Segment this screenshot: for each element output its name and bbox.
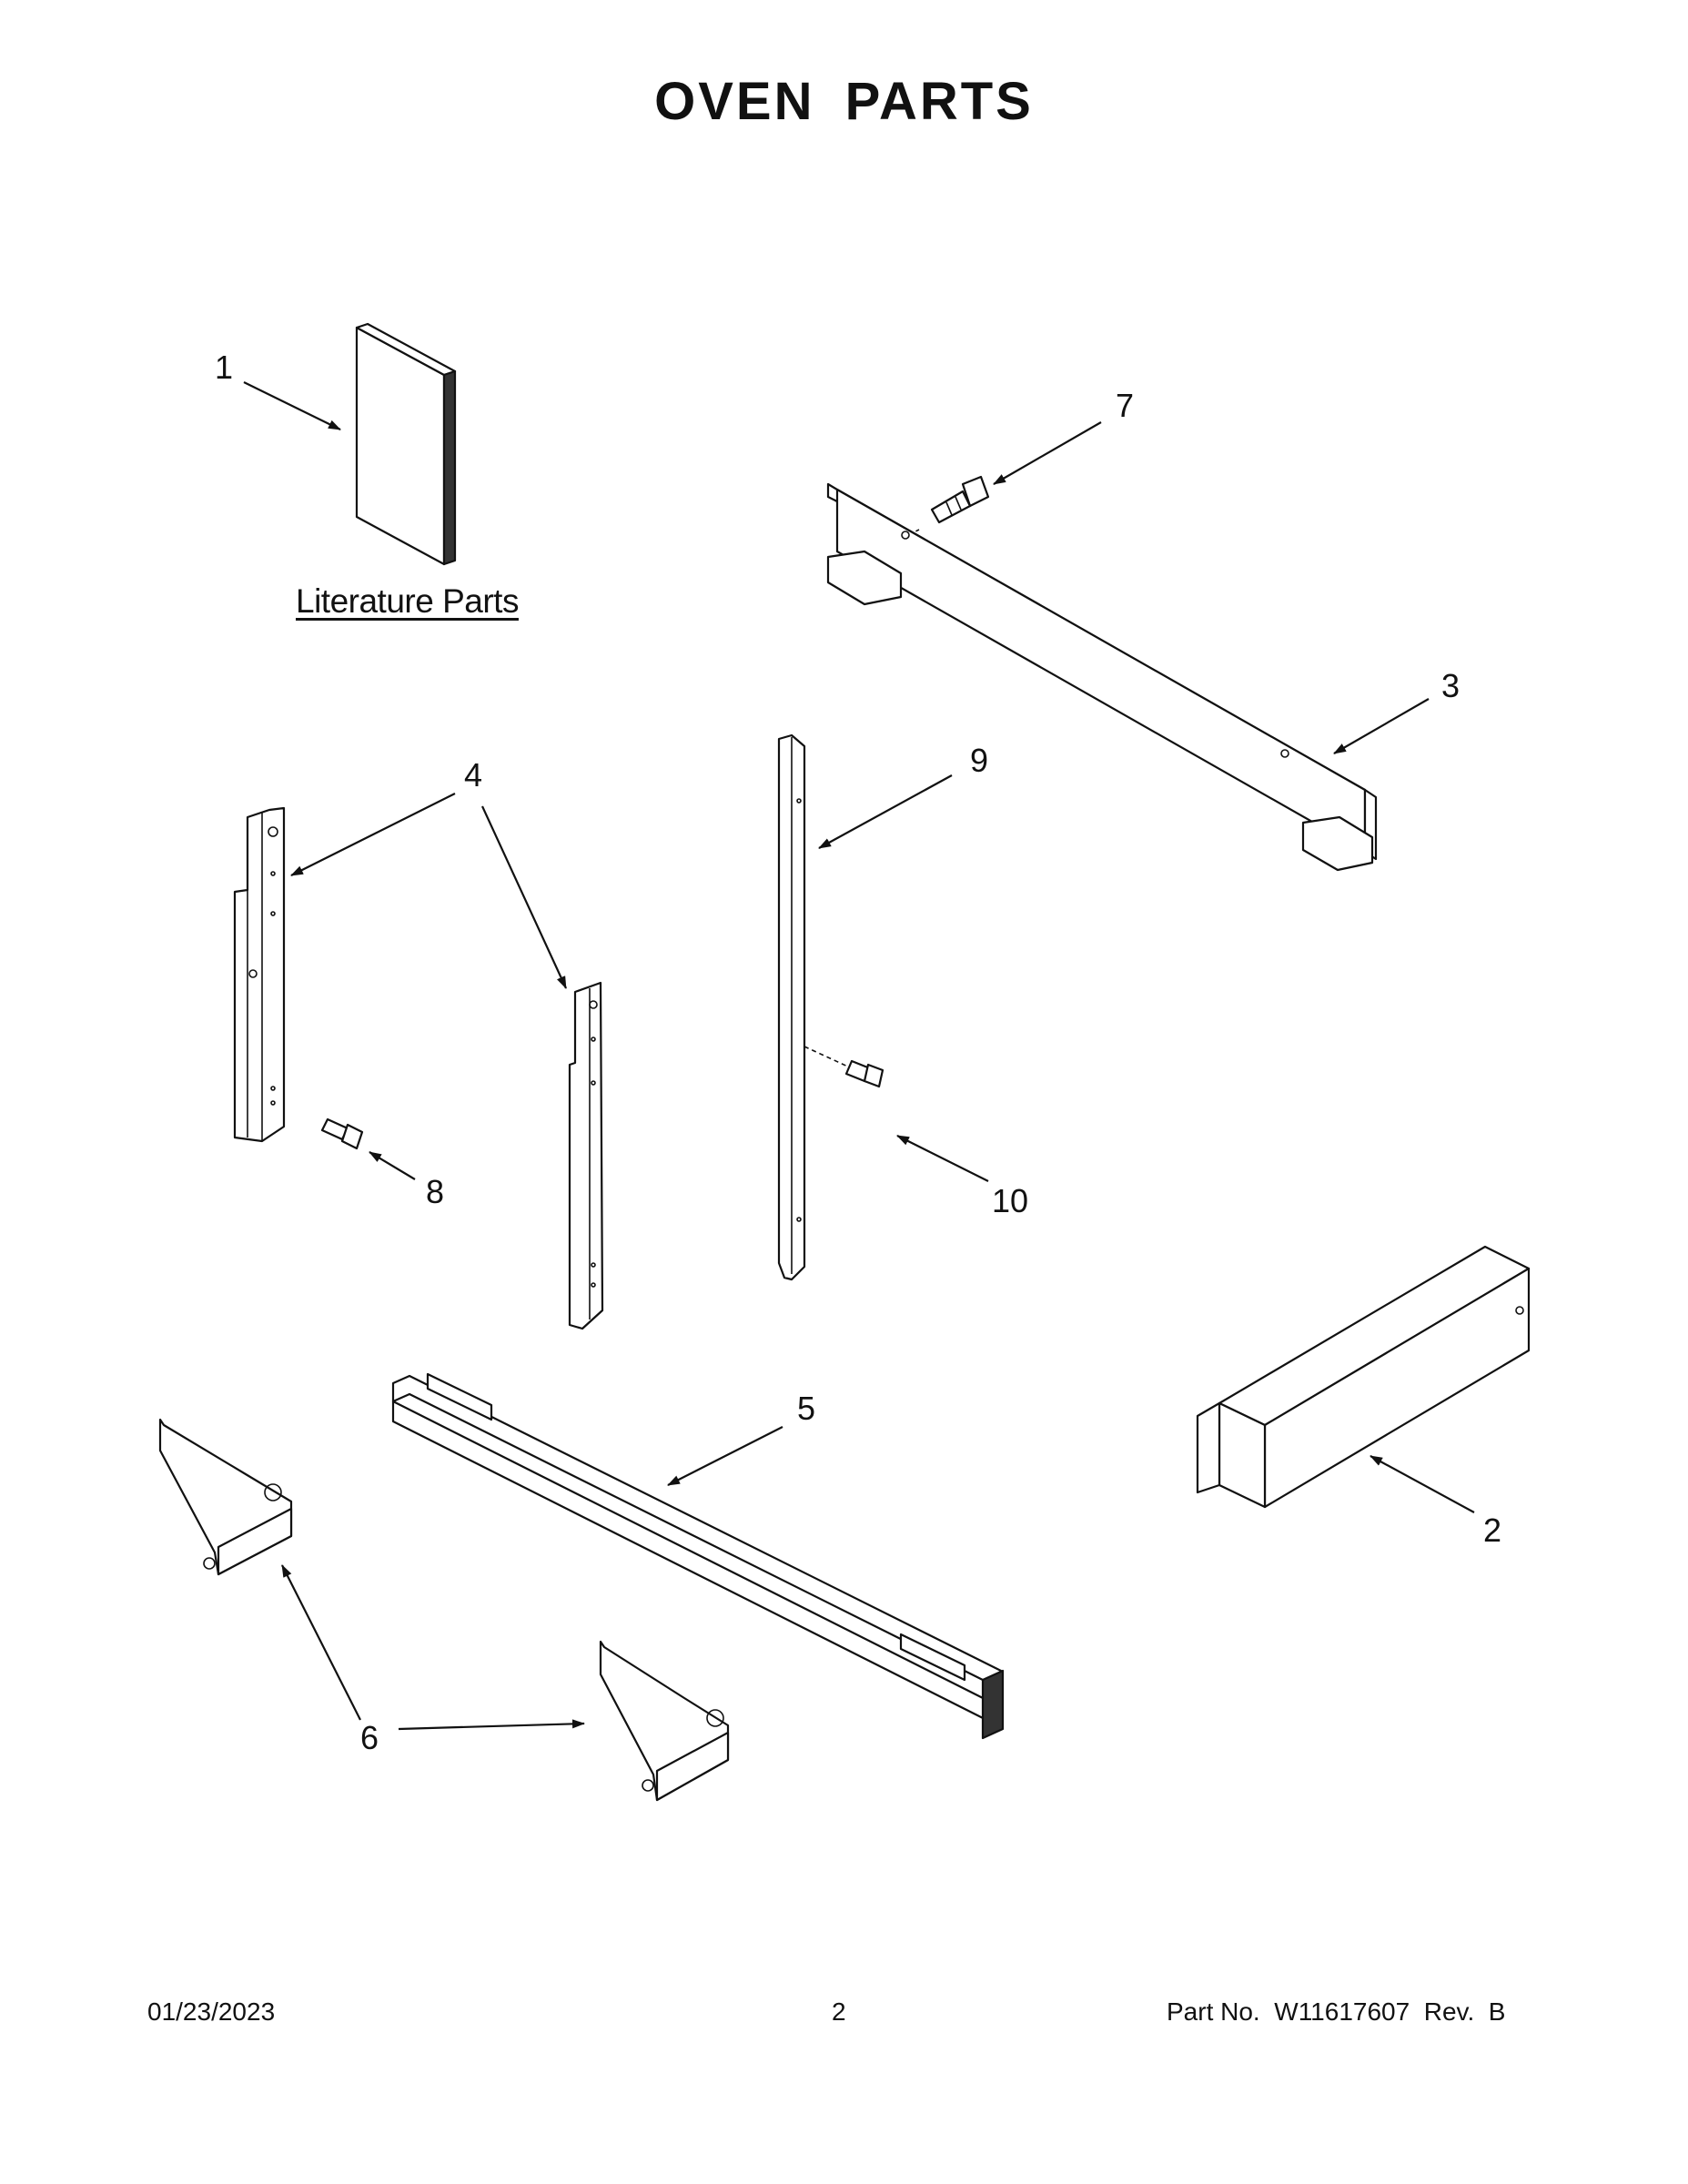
- footer-part-number: Part No. W11617607 Rev. B: [1167, 1997, 1506, 2026]
- leader-arrow-3: [1333, 698, 1430, 754]
- corner-bracket-part-6-right: [599, 1640, 730, 1802]
- callout-5: 5: [797, 1390, 816, 1427]
- screw-part-7: [907, 475, 990, 536]
- callout-4: 4: [464, 756, 483, 794]
- leader-arrow-6a: [281, 1564, 361, 1721]
- top-rail-part-3: [826, 482, 1378, 872]
- literature-book-part: [355, 322, 457, 566]
- vertical-bracket-part-9: [777, 733, 806, 1281]
- leader-arrow-8: [369, 1151, 416, 1180]
- callout-9: 9: [970, 742, 989, 779]
- callout-6: 6: [360, 1719, 379, 1756]
- leader-arrow-7: [993, 421, 1102, 485]
- side-bracket-part-4-middle: [568, 981, 604, 1330]
- leader-arrow-9: [818, 774, 953, 849]
- callout-7: 7: [1116, 387, 1135, 424]
- leader-arrow-10: [896, 1135, 989, 1182]
- corner-bracket-part-6-left: [158, 1418, 293, 1576]
- callout-8: 8: [426, 1173, 445, 1210]
- callout-1: 1: [215, 349, 234, 386]
- leader-arrow-2: [1370, 1455, 1475, 1513]
- leader-arrow-4b: [481, 805, 567, 989]
- callout-3: 3: [1441, 667, 1461, 704]
- leader-arrow-6b: [398, 1719, 585, 1731]
- footer-date: 01/23/2023: [147, 1997, 276, 2026]
- leader-arrow-5: [667, 1426, 783, 1486]
- screw-part-8: [320, 1117, 364, 1150]
- callout-2: 2: [1483, 1512, 1502, 1549]
- bottom-rail-part-5: [391, 1372, 1005, 1740]
- footer-page-number: 2: [832, 1997, 846, 2026]
- page-title: OVEN PARTS: [654, 72, 1034, 131]
- literature-parts-label: Literature Parts: [296, 582, 519, 620]
- screw-part-10: [804, 1046, 884, 1088]
- side-bracket-part-4-left: [233, 806, 286, 1143]
- callout-10: 10: [992, 1182, 1029, 1219]
- box-cover-part-2: [1196, 1245, 1531, 1509]
- leader-arrow-4a: [290, 793, 456, 876]
- leader-arrow-1: [243, 381, 341, 430]
